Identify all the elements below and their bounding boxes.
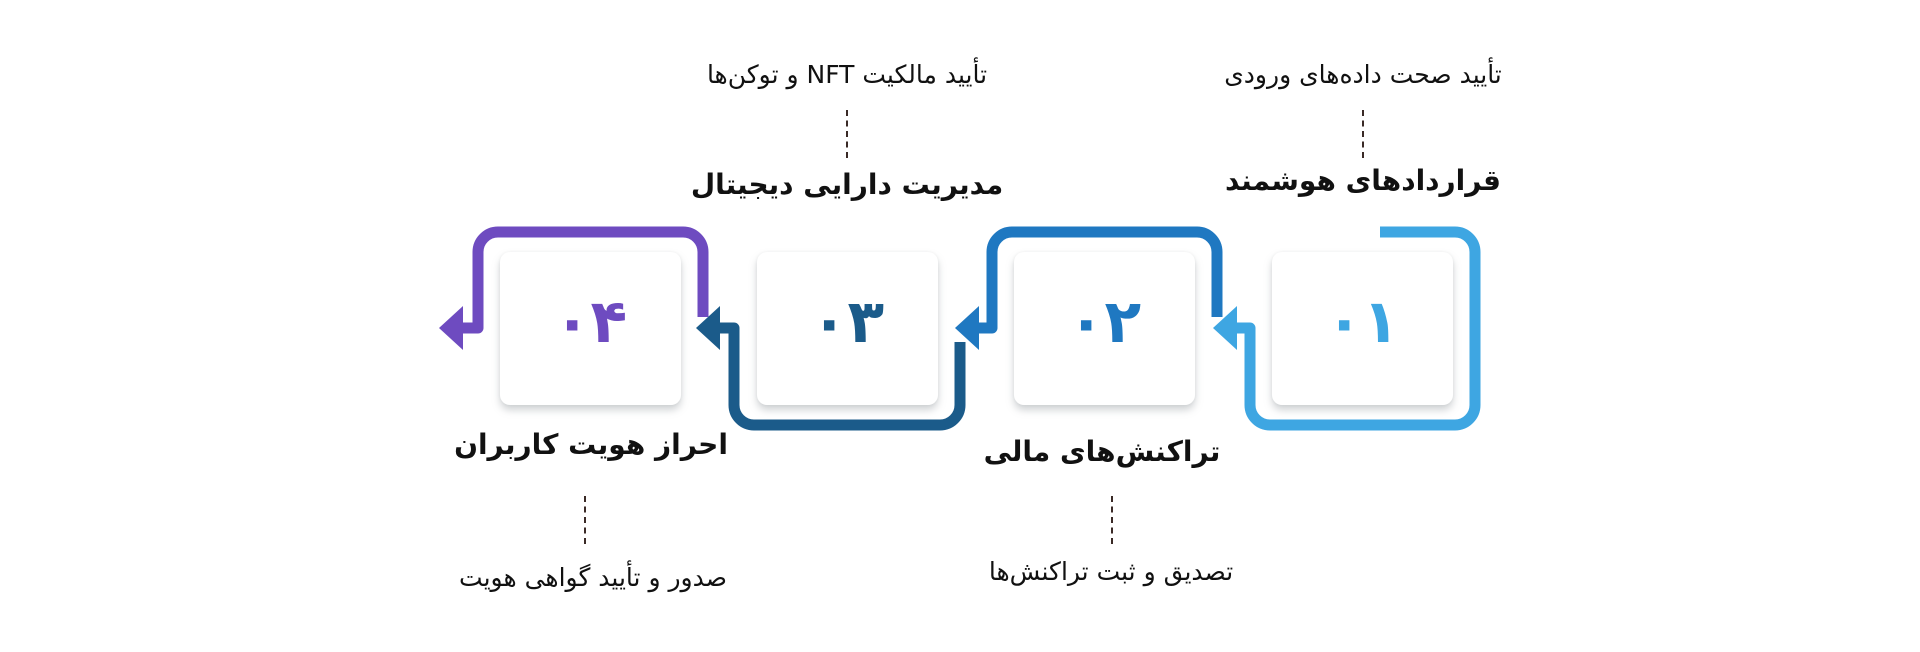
step-number: ۰۳ bbox=[810, 286, 885, 357]
step-title: تراکنش‌های مالی bbox=[983, 435, 1221, 468]
step-number: ۰۲ bbox=[1067, 286, 1142, 357]
arrow-head-icon bbox=[696, 306, 720, 350]
step-title: قراردادهای هوشمند bbox=[1224, 164, 1502, 197]
frame-step-2 bbox=[976, 226, 1223, 334]
dashed-connector bbox=[846, 110, 848, 158]
step-description: تأیید مالکیت NFT و توکن‌ها bbox=[706, 60, 988, 89]
step-card-4: ۰۴ bbox=[500, 252, 681, 405]
dashed-connector bbox=[1111, 496, 1113, 544]
frame-step-1 bbox=[1234, 226, 1481, 431]
arrow-head-icon bbox=[955, 306, 979, 350]
step-number: ۰۴ bbox=[553, 286, 628, 357]
dashed-connector bbox=[584, 496, 586, 544]
step-title: مدیریت دارایی دیجیتال bbox=[690, 168, 1004, 201]
step-description: صدور و تأیید گواهی هویت bbox=[459, 563, 727, 592]
step-card-2: ۰۲ bbox=[1014, 252, 1195, 405]
step-title: احراز هویت کاربران bbox=[454, 428, 728, 461]
frame-step-4 bbox=[460, 226, 709, 334]
arrow-head-icon bbox=[439, 306, 463, 350]
frame-step-3 bbox=[717, 322, 966, 431]
step-description: تأیید صحت داده‌های ورودی bbox=[1224, 60, 1502, 89]
dashed-connector bbox=[1362, 110, 1364, 158]
step-number: ۰۱ bbox=[1325, 286, 1400, 357]
step-card-3: ۰۳ bbox=[757, 252, 938, 405]
step-card-1: ۰۱ bbox=[1272, 252, 1453, 405]
arrow-head-icon bbox=[1213, 306, 1237, 350]
step-description: تصدیق و ثبت تراکنش‌ها bbox=[988, 557, 1234, 586]
